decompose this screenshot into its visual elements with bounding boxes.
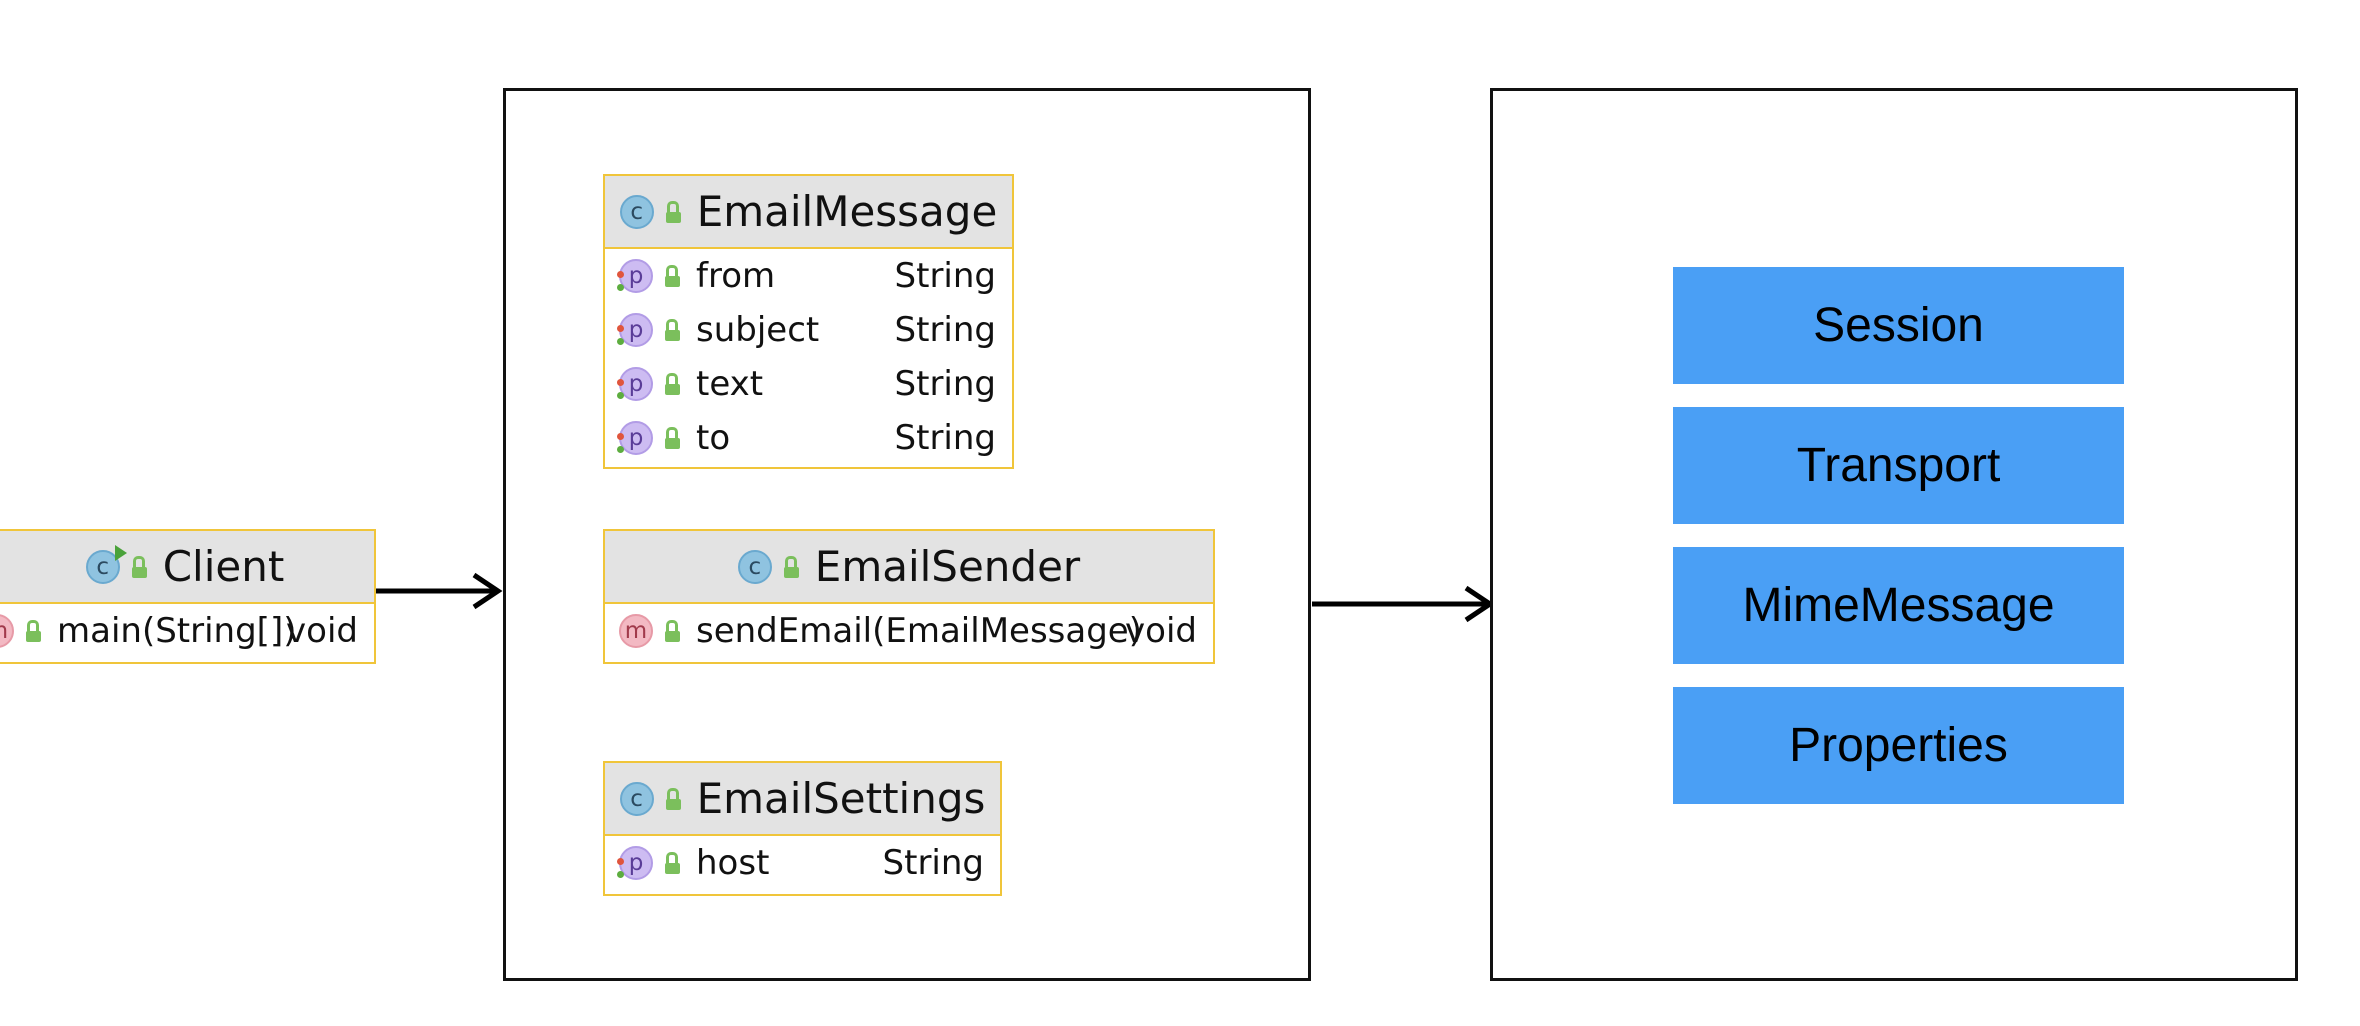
method-name: main(String[]): [57, 611, 297, 651]
method-icon: m: [0, 614, 14, 648]
field-name: host: [696, 843, 770, 883]
public-lock-icon: [665, 200, 683, 223]
field-name: from: [696, 256, 776, 296]
email-message-class[interactable]: c EmailMessage p from String p subject S…: [603, 174, 1014, 469]
property-icon: p: [617, 367, 653, 401]
method-return-type: void: [286, 611, 358, 651]
method-row[interactable]: m sendEmail(EmailMessage) void: [605, 604, 1213, 658]
field-row[interactable]: p text String: [605, 357, 1012, 411]
property-icon: p: [617, 421, 653, 455]
class-title: EmailMessage: [696, 187, 998, 236]
class-icon: c: [85, 544, 127, 584]
property-icon: p: [617, 313, 653, 347]
public-lock-icon: [665, 787, 683, 810]
class-title: EmailSettings: [696, 774, 986, 823]
field-name: to: [696, 418, 731, 458]
email-sender-class[interactable]: c EmailSender m sendEmail(EmailMessage) …: [603, 529, 1215, 664]
public-lock-icon: [131, 555, 149, 578]
public-lock-icon: [665, 373, 682, 395]
run-icon: [114, 544, 127, 561]
class-icon: c: [737, 549, 772, 584]
library-frame: [1490, 88, 2298, 981]
email-settings-class-header: c EmailSettings: [605, 763, 1000, 836]
arrowhead-client-to-app: [472, 572, 503, 610]
field-row[interactable]: p to String: [605, 411, 1012, 465]
email-message-class-header: c EmailMessage: [605, 176, 1012, 249]
public-lock-icon: [783, 555, 801, 578]
field-type: String: [894, 418, 996, 458]
client-class-header: c Client: [0, 531, 374, 604]
public-lock-icon: [665, 427, 682, 449]
email-settings-class[interactable]: c EmailSettings p host String: [603, 761, 1002, 896]
public-lock-icon: [665, 265, 682, 287]
field-type: String: [894, 364, 996, 404]
session-class-box[interactable]: Session: [1673, 267, 2124, 384]
field-type: String: [882, 843, 984, 883]
field-row[interactable]: p subject String: [605, 303, 1012, 357]
field-row[interactable]: p from String: [605, 249, 1012, 303]
property-icon: p: [617, 846, 653, 880]
method-row[interactable]: m main(String[]) void: [0, 604, 374, 658]
transport-class-box[interactable]: Transport: [1673, 407, 2124, 524]
method-icon: m: [619, 614, 653, 648]
public-lock-icon: [26, 620, 43, 642]
field-type: String: [894, 310, 996, 350]
field-type: String: [894, 256, 996, 296]
class-title: EmailSender: [814, 542, 1081, 591]
field-name: subject: [696, 310, 820, 350]
email-sender-class-header: c EmailSender: [605, 531, 1213, 604]
class-icon: c: [619, 781, 654, 816]
public-lock-icon: [665, 852, 682, 874]
method-name: sendEmail(EmailMessage): [696, 611, 1142, 651]
properties-class-box[interactable]: Properties: [1673, 687, 2124, 804]
client-class[interactable]: c Client m main(String[]) void: [0, 529, 376, 664]
public-lock-icon: [665, 319, 682, 341]
mime-message-class-box[interactable]: MimeMessage: [1673, 547, 2124, 664]
field-name: text: [696, 364, 764, 404]
field-row[interactable]: p host String: [605, 836, 1000, 890]
class-icon: c: [619, 194, 654, 229]
public-lock-icon: [665, 620, 682, 642]
class-title: Client: [162, 542, 285, 591]
property-icon: p: [617, 259, 653, 293]
method-return-type: void: [1125, 611, 1197, 651]
